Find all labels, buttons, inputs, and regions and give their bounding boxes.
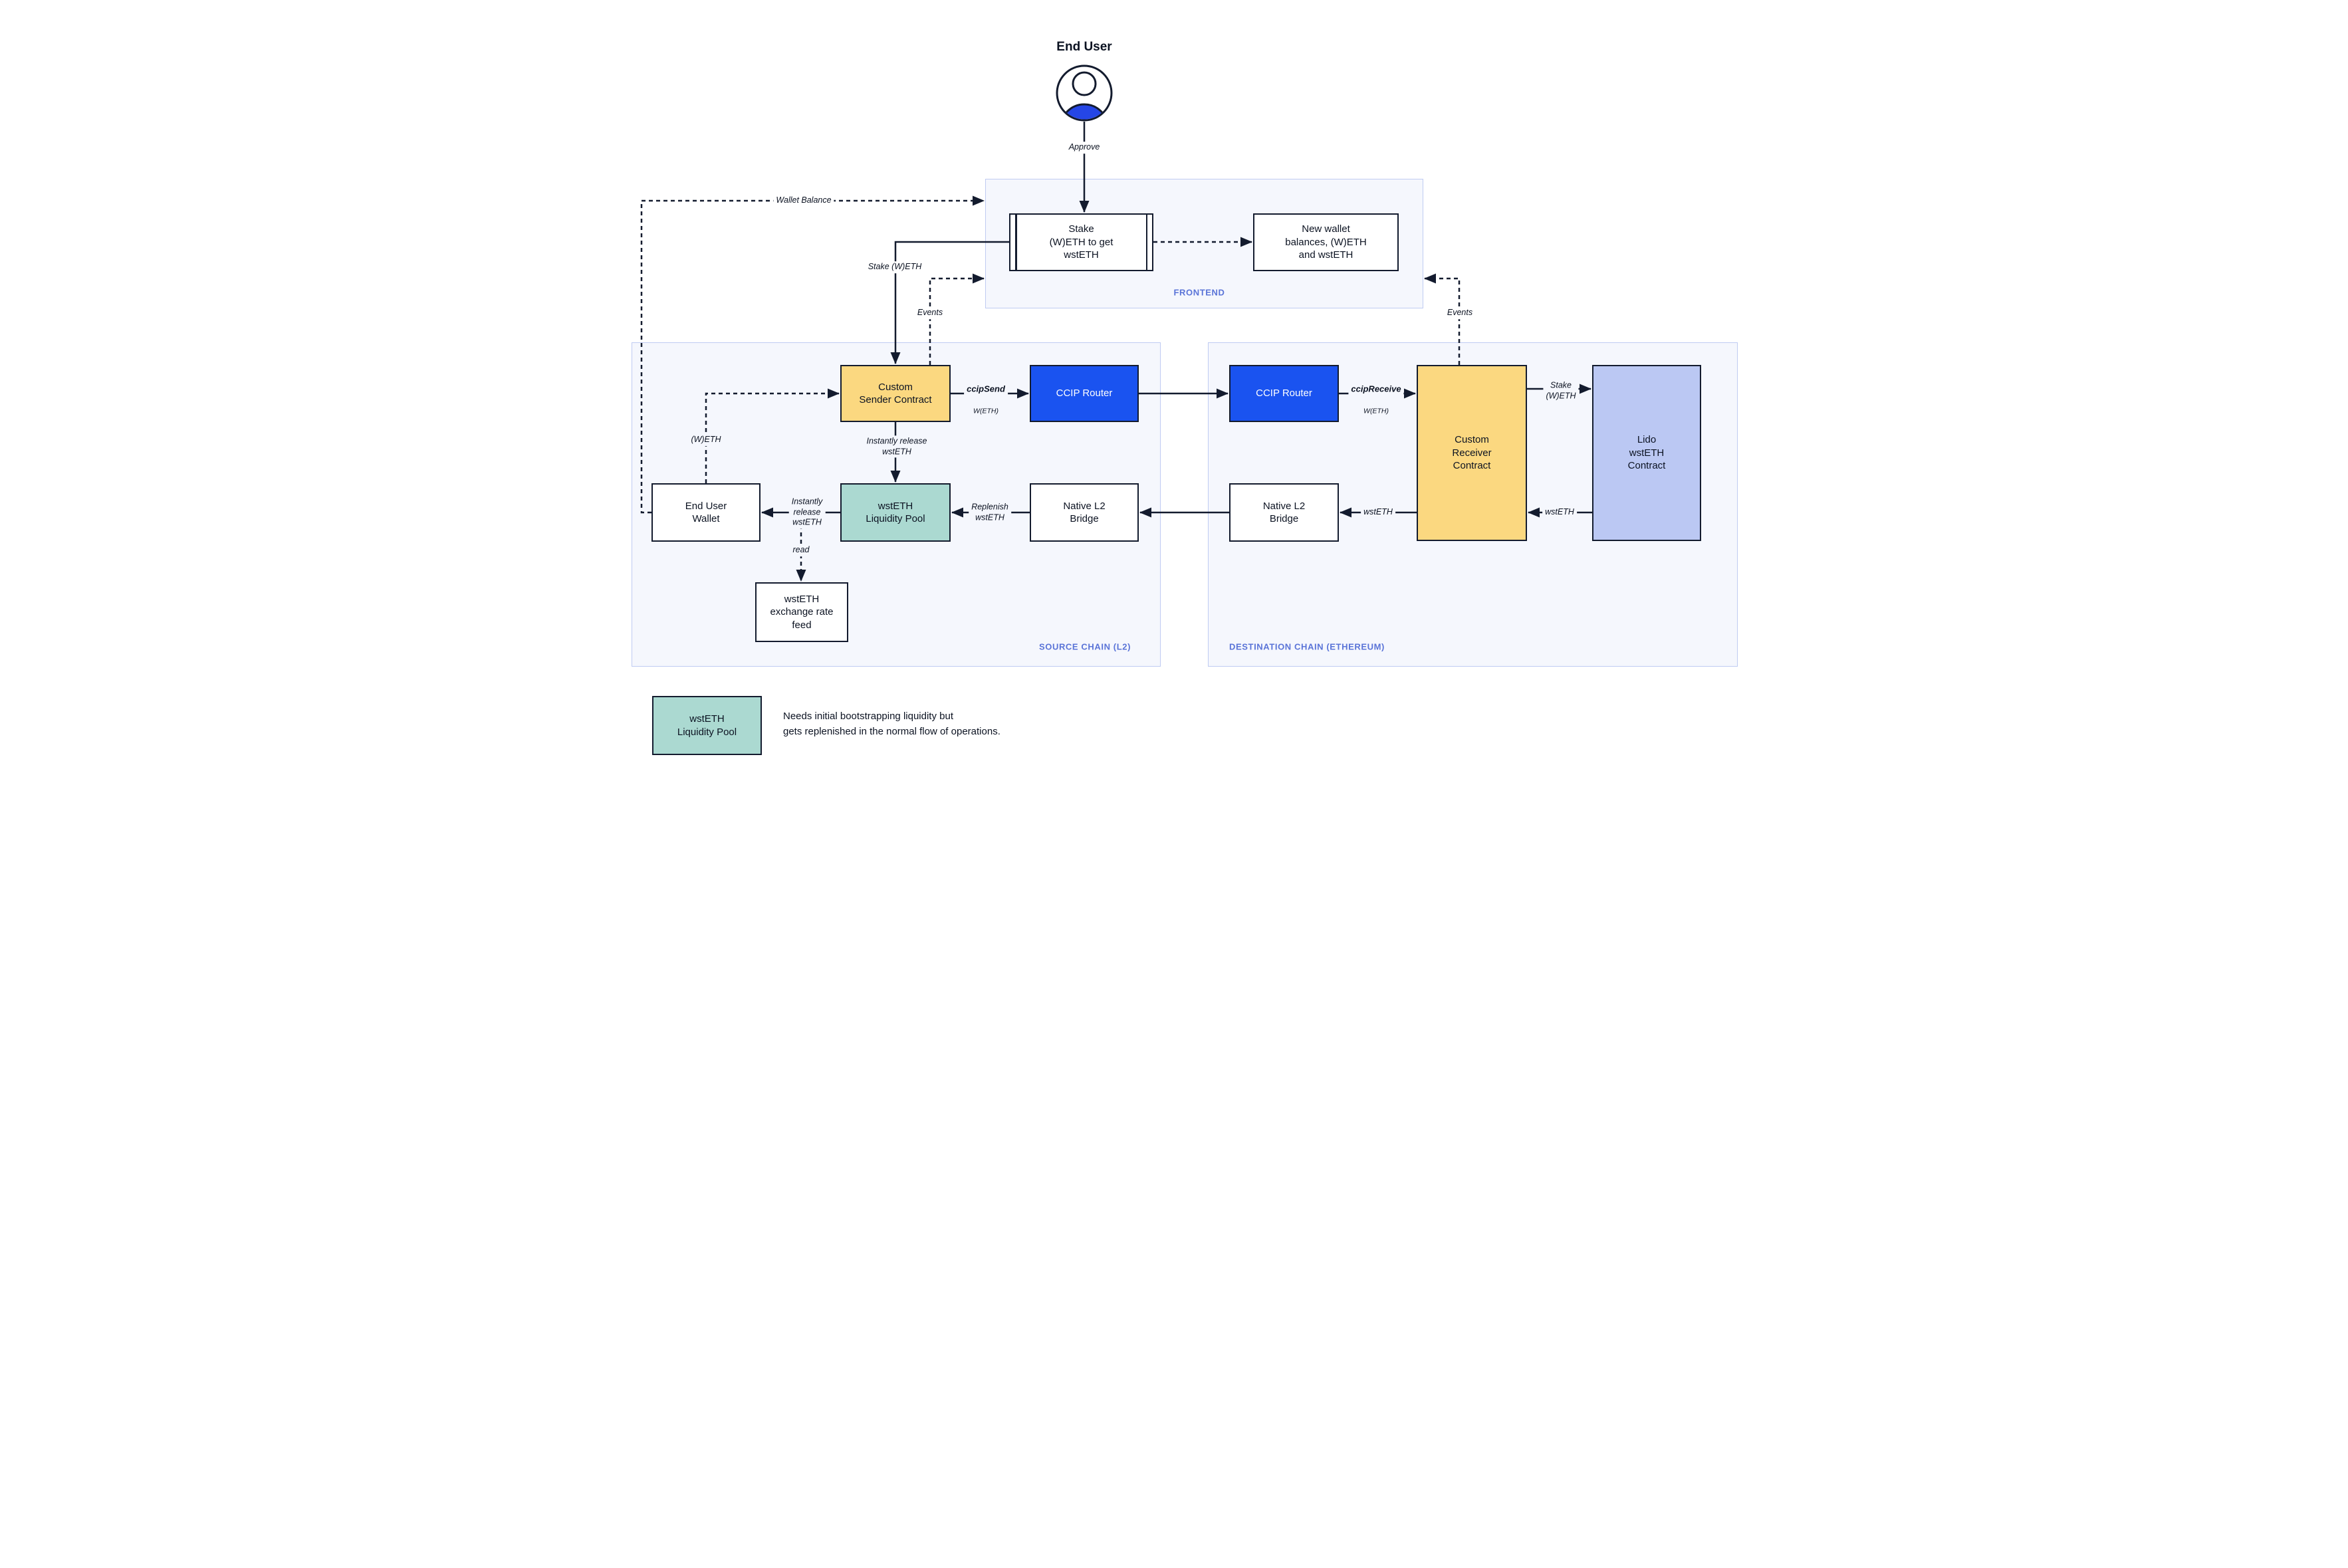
label-stake-weth-dest: Stake (W)ETH [1543, 380, 1579, 402]
end-user-title: End User [1056, 40, 1112, 54]
arrow-wallet-balance [640, 195, 985, 514]
node-native-bridge-source: Native L2 Bridge [1030, 483, 1139, 542]
label-instant-release-down: Instantly release wstETH [864, 435, 930, 458]
arrow-events-right [1424, 273, 1461, 365]
label-wallet-balance: Wallet Balance [773, 195, 834, 207]
label-ccipsend-fn: ccipSend [967, 384, 1005, 393]
label-ccipreceive-fn: ccipReceive [1351, 384, 1401, 393]
node-ccip-router-dest: CCIP Router [1229, 365, 1339, 422]
source-chain-label: SOURCE CHAIN (L2) [1038, 641, 1131, 652]
node-rate-feed: wstETH exchange rate feed [755, 582, 848, 642]
label-read: read [790, 544, 812, 556]
end-user-icon [1056, 64, 1113, 122]
label-events-left: Events [914, 307, 946, 319]
node-new-balances: New wallet balances, (W)ETH and wstETH [1253, 213, 1399, 271]
label-instant-release-left: Instantly release wstETH [788, 496, 826, 529]
node-custom-receiver: Custom Receiver Contract [1417, 365, 1527, 541]
node-stake-action: Stake (W)ETH to get wstETH [1009, 213, 1153, 271]
node-end-user-wallet: End User Wallet [651, 483, 761, 542]
node-liquidity-pool: wstETH Liquidity Pool [840, 483, 951, 542]
diagram-canvas: FRONTEND SOURCE CHAIN (L2) DESTINATION C… [587, 0, 1761, 784]
arrow-stake-weth [890, 241, 1009, 364]
label-approve: Approve [1066, 142, 1103, 154]
node-lido-contract: Lido wstETH Contract [1592, 365, 1701, 541]
arrow-weth-return [705, 388, 840, 483]
node-ccip-router-source: CCIP Router [1030, 365, 1139, 422]
label-wsteth-from-lido: wstETH [1542, 506, 1577, 518]
label-ccipsend-asset: W(ETH) [973, 406, 998, 415]
label-events-right: Events [1444, 307, 1476, 319]
legend-pool-swatch: wstETH Liquidity Pool [652, 696, 762, 755]
destination-chain-label: DESTINATION CHAIN (ETHEREUM) [1229, 641, 1385, 652]
label-stake-weth: Stake (W)ETH [865, 261, 925, 273]
node-native-bridge-dest: Native L2 Bridge [1229, 483, 1339, 542]
node-custom-sender: Custom Sender Contract [840, 365, 951, 422]
label-ccipsend: ccipSend W(ETH) [964, 372, 1008, 427]
legend-note: Needs initial bootstrapping liquidity bu… [783, 711, 1000, 738]
label-weth-return: (W)ETH [688, 434, 724, 446]
label-ccipreceive: ccipReceive W(ETH) [1348, 372, 1404, 427]
connector-lines [640, 64, 1592, 582]
label-wsteth-to-bridge: wstETH [1361, 506, 1395, 518]
label-replenish: Replenish wstETH [969, 501, 1011, 524]
label-ccipreceive-asset: W(ETH) [1363, 406, 1389, 415]
arrow-events-left [929, 273, 985, 365]
frontend-label: FRONTEND [1173, 287, 1225, 298]
